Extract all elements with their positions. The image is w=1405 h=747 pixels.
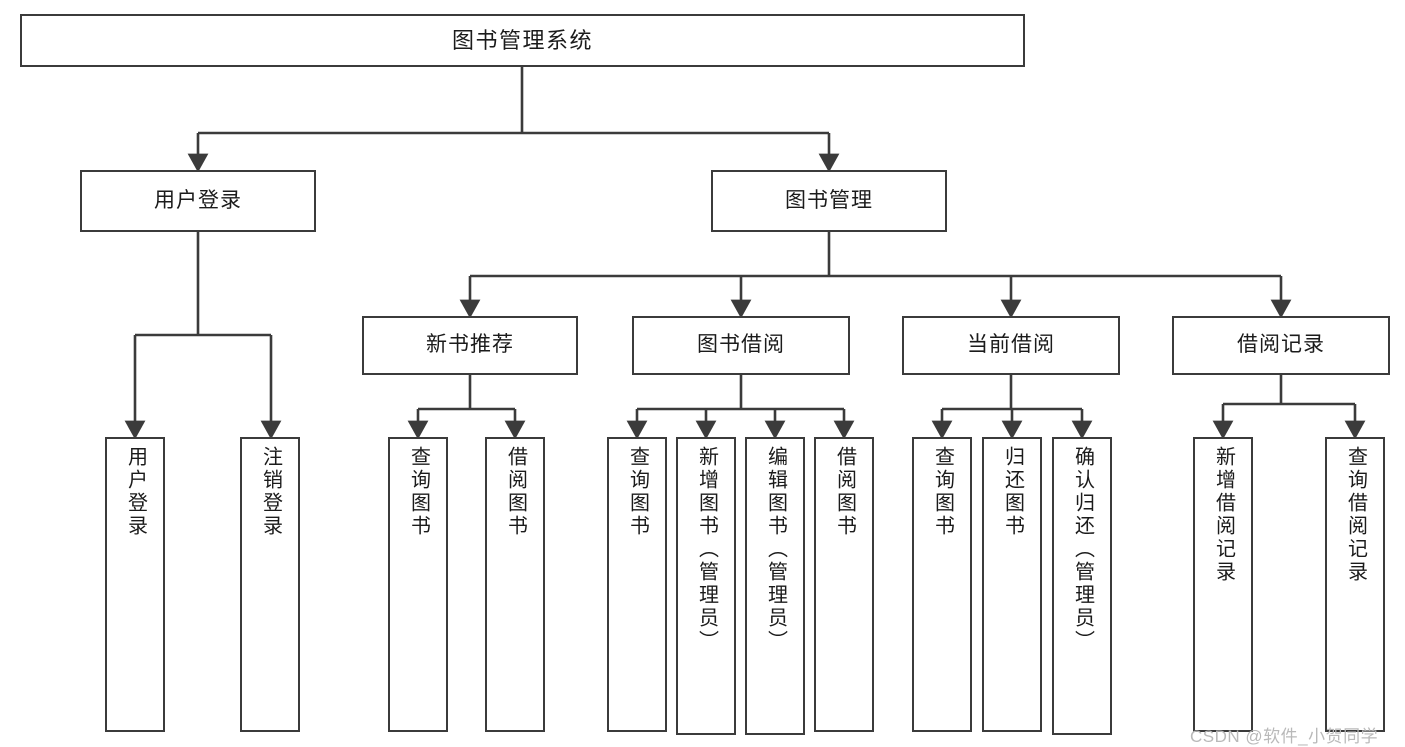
- csdn-watermark: CSDN @软件_小贺同学: [1190, 727, 1379, 746]
- node-label: 注销登录: [259, 446, 282, 538]
- node-label: 查询图书: [931, 446, 954, 538]
- node-label: 图书借阅: [697, 333, 785, 357]
- leaf-add-borrow-record[interactable]: 新增借阅记录: [1193, 437, 1253, 732]
- leaf-query-book-recommend[interactable]: 查询图书: [388, 437, 448, 732]
- leaf-confirm-return-admin[interactable]: 确认归还（管理员）: [1052, 437, 1112, 735]
- node-label: 借阅图书: [504, 446, 527, 538]
- leaf-add-book-admin[interactable]: 新增图书（管理员）: [676, 437, 736, 735]
- node-label: 当前借阅: [967, 333, 1055, 357]
- leaf-user-login[interactable]: 用户登录: [105, 437, 165, 732]
- node-root-system[interactable]: 图书管理系统: [20, 14, 1025, 67]
- node-label: 确认归还（管理员）: [1071, 446, 1094, 653]
- leaf-edit-book-admin[interactable]: 编辑图书（管理员）: [745, 437, 805, 735]
- node-label: 查询借阅记录: [1344, 446, 1367, 584]
- leaf-borrow-book-recommend[interactable]: 借阅图书: [485, 437, 545, 732]
- leaf-borrow-book[interactable]: 借阅图书: [814, 437, 874, 732]
- node-label: 新书推荐: [426, 333, 514, 357]
- node-book-management[interactable]: 图书管理: [711, 170, 947, 232]
- leaf-return-book[interactable]: 归还图书: [982, 437, 1042, 732]
- node-label: 借阅记录: [1237, 333, 1325, 357]
- node-user-login[interactable]: 用户登录: [80, 170, 316, 232]
- leaf-query-book-borrow[interactable]: 查询图书: [607, 437, 667, 732]
- node-label: 查询图书: [407, 446, 430, 538]
- leaf-query-borrow-record[interactable]: 查询借阅记录: [1325, 437, 1385, 732]
- node-label: 归还图书: [1001, 446, 1024, 538]
- node-label: 新增图书（管理员）: [695, 446, 718, 653]
- node-label: 编辑图书（管理员）: [764, 446, 787, 653]
- node-book-borrow[interactable]: 图书借阅: [632, 316, 850, 375]
- node-label: 借阅图书: [833, 446, 856, 538]
- node-label: 图书管理系统: [451, 27, 593, 53]
- node-label: 用户登录: [154, 188, 242, 212]
- node-new-book-recommend[interactable]: 新书推荐: [362, 316, 578, 375]
- node-borrow-record[interactable]: 借阅记录: [1172, 316, 1390, 375]
- node-label: 图书管理: [785, 188, 873, 212]
- node-label: 用户登录: [124, 446, 147, 538]
- node-current-borrow[interactable]: 当前借阅: [902, 316, 1120, 375]
- node-label: 新增借阅记录: [1212, 446, 1235, 584]
- node-label: 查询图书: [626, 446, 649, 538]
- leaf-query-book-current[interactable]: 查询图书: [912, 437, 972, 732]
- leaf-logout[interactable]: 注销登录: [240, 437, 300, 732]
